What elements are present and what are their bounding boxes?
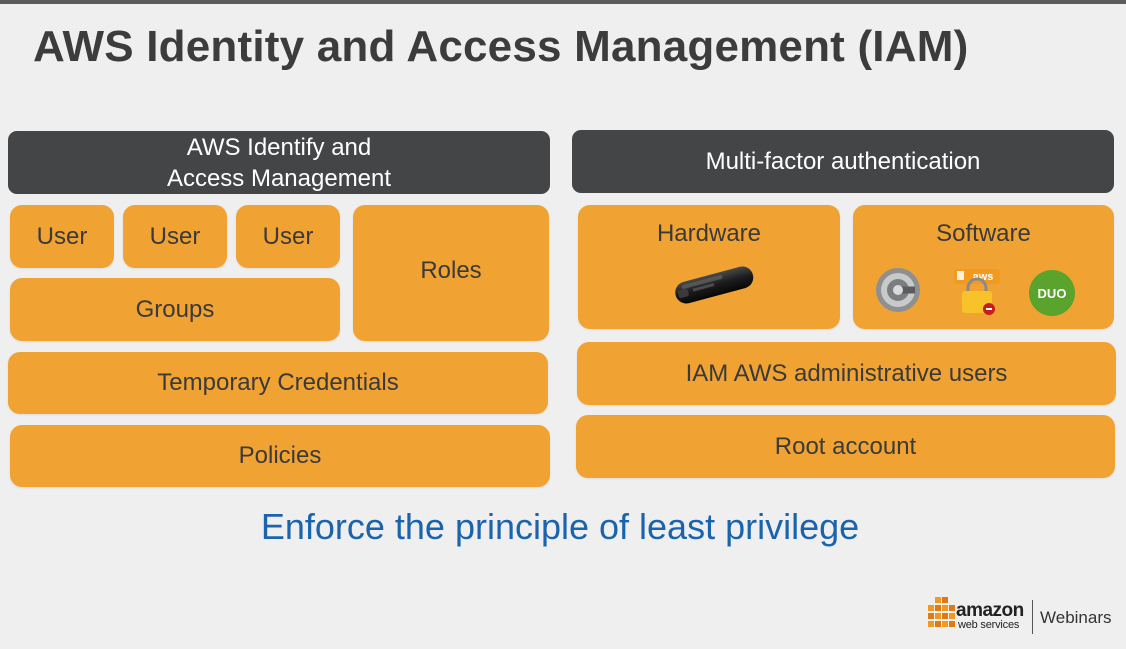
aws-webinars-logo: amazon web services Webinars — [926, 596, 1118, 636]
iam-header: AWS Identify and Access Management — [8, 131, 550, 194]
mfa-header: Multi-factor authentication — [572, 130, 1114, 193]
iam-header-line-2: Access Management — [166, 164, 392, 192]
iam-header-line-1: AWS Identify and — [186, 133, 372, 161]
aws-cubes-icon — [928, 597, 955, 627]
hardware-block: Hardware — [578, 205, 840, 329]
policies-block: Policies — [10, 425, 550, 487]
temporary-credentials-block: Temporary Credentials — [8, 352, 548, 414]
tagline: Enforce the principle of least privilege — [260, 506, 860, 547]
groups-block: Groups — [10, 278, 340, 341]
web-services-wordmark: web services — [958, 619, 1020, 631]
hardware-label: Hardware — [656, 220, 762, 247]
amazon-wordmark: amazon — [956, 600, 1024, 621]
software-label: Software — [936, 220, 1031, 247]
roles-block: Roles — [353, 205, 549, 341]
aws-mfa-icon: aws — [953, 268, 1001, 316]
user-block-3: User — [236, 205, 340, 268]
page-title: AWS Identity and Access Management (IAM) — [33, 22, 969, 71]
usb-token-icon — [668, 262, 760, 306]
root-account-block: Root account — [576, 415, 1115, 478]
user-block-2: User — [123, 205, 227, 268]
user-block-1: User — [10, 205, 114, 268]
duo-text: DUO — [1038, 286, 1067, 301]
duo-icon: DUO — [1029, 270, 1075, 316]
google-authenticator-icon — [875, 267, 921, 313]
admin-users-block: IAM AWS administrative users — [577, 342, 1116, 405]
webinars-label: Webinars — [1040, 608, 1112, 627]
top-rule — [0, 0, 1126, 4]
footer-divider — [1032, 600, 1033, 634]
